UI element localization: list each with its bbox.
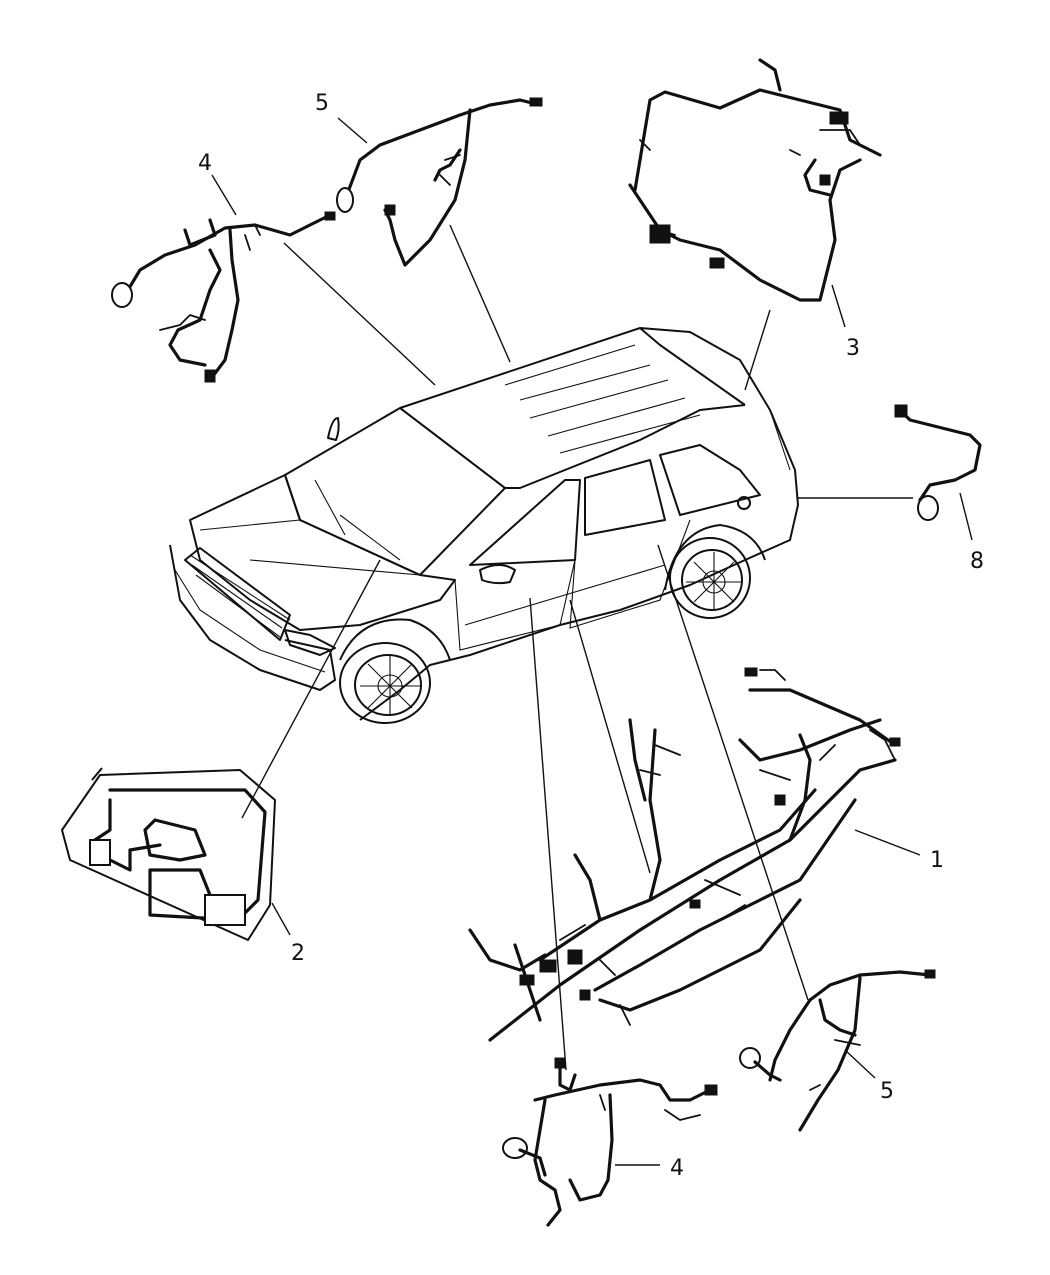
harness-5-rear-door-top <box>336 97 543 267</box>
vehicle-body <box>169 327 799 724</box>
harness-3-liftgate <box>628 58 882 302</box>
callout-4-top: 4 <box>198 151 212 176</box>
harness-4-front-door-top <box>111 211 336 383</box>
leader-lines <box>211 117 973 1166</box>
callout-1: 1 <box>930 848 944 873</box>
callout-labels: 1 2 3 4 4 5 5 8 <box>198 91 984 1181</box>
callout-5-right: 5 <box>880 1079 894 1104</box>
callout-4-bottom: 4 <box>670 1156 684 1181</box>
harness-4-front-door-bottom <box>502 1057 718 1227</box>
harness-2-module <box>61 767 276 941</box>
callout-8: 8 <box>970 549 984 574</box>
harness-1-body-wiring <box>468 667 901 1042</box>
callout-2: 2 <box>291 941 305 966</box>
callout-5-top: 5 <box>315 91 329 116</box>
harness-5-rear-door-bottom <box>739 969 936 1132</box>
callout-3: 3 <box>846 336 860 361</box>
harness-8 <box>894 404 982 521</box>
